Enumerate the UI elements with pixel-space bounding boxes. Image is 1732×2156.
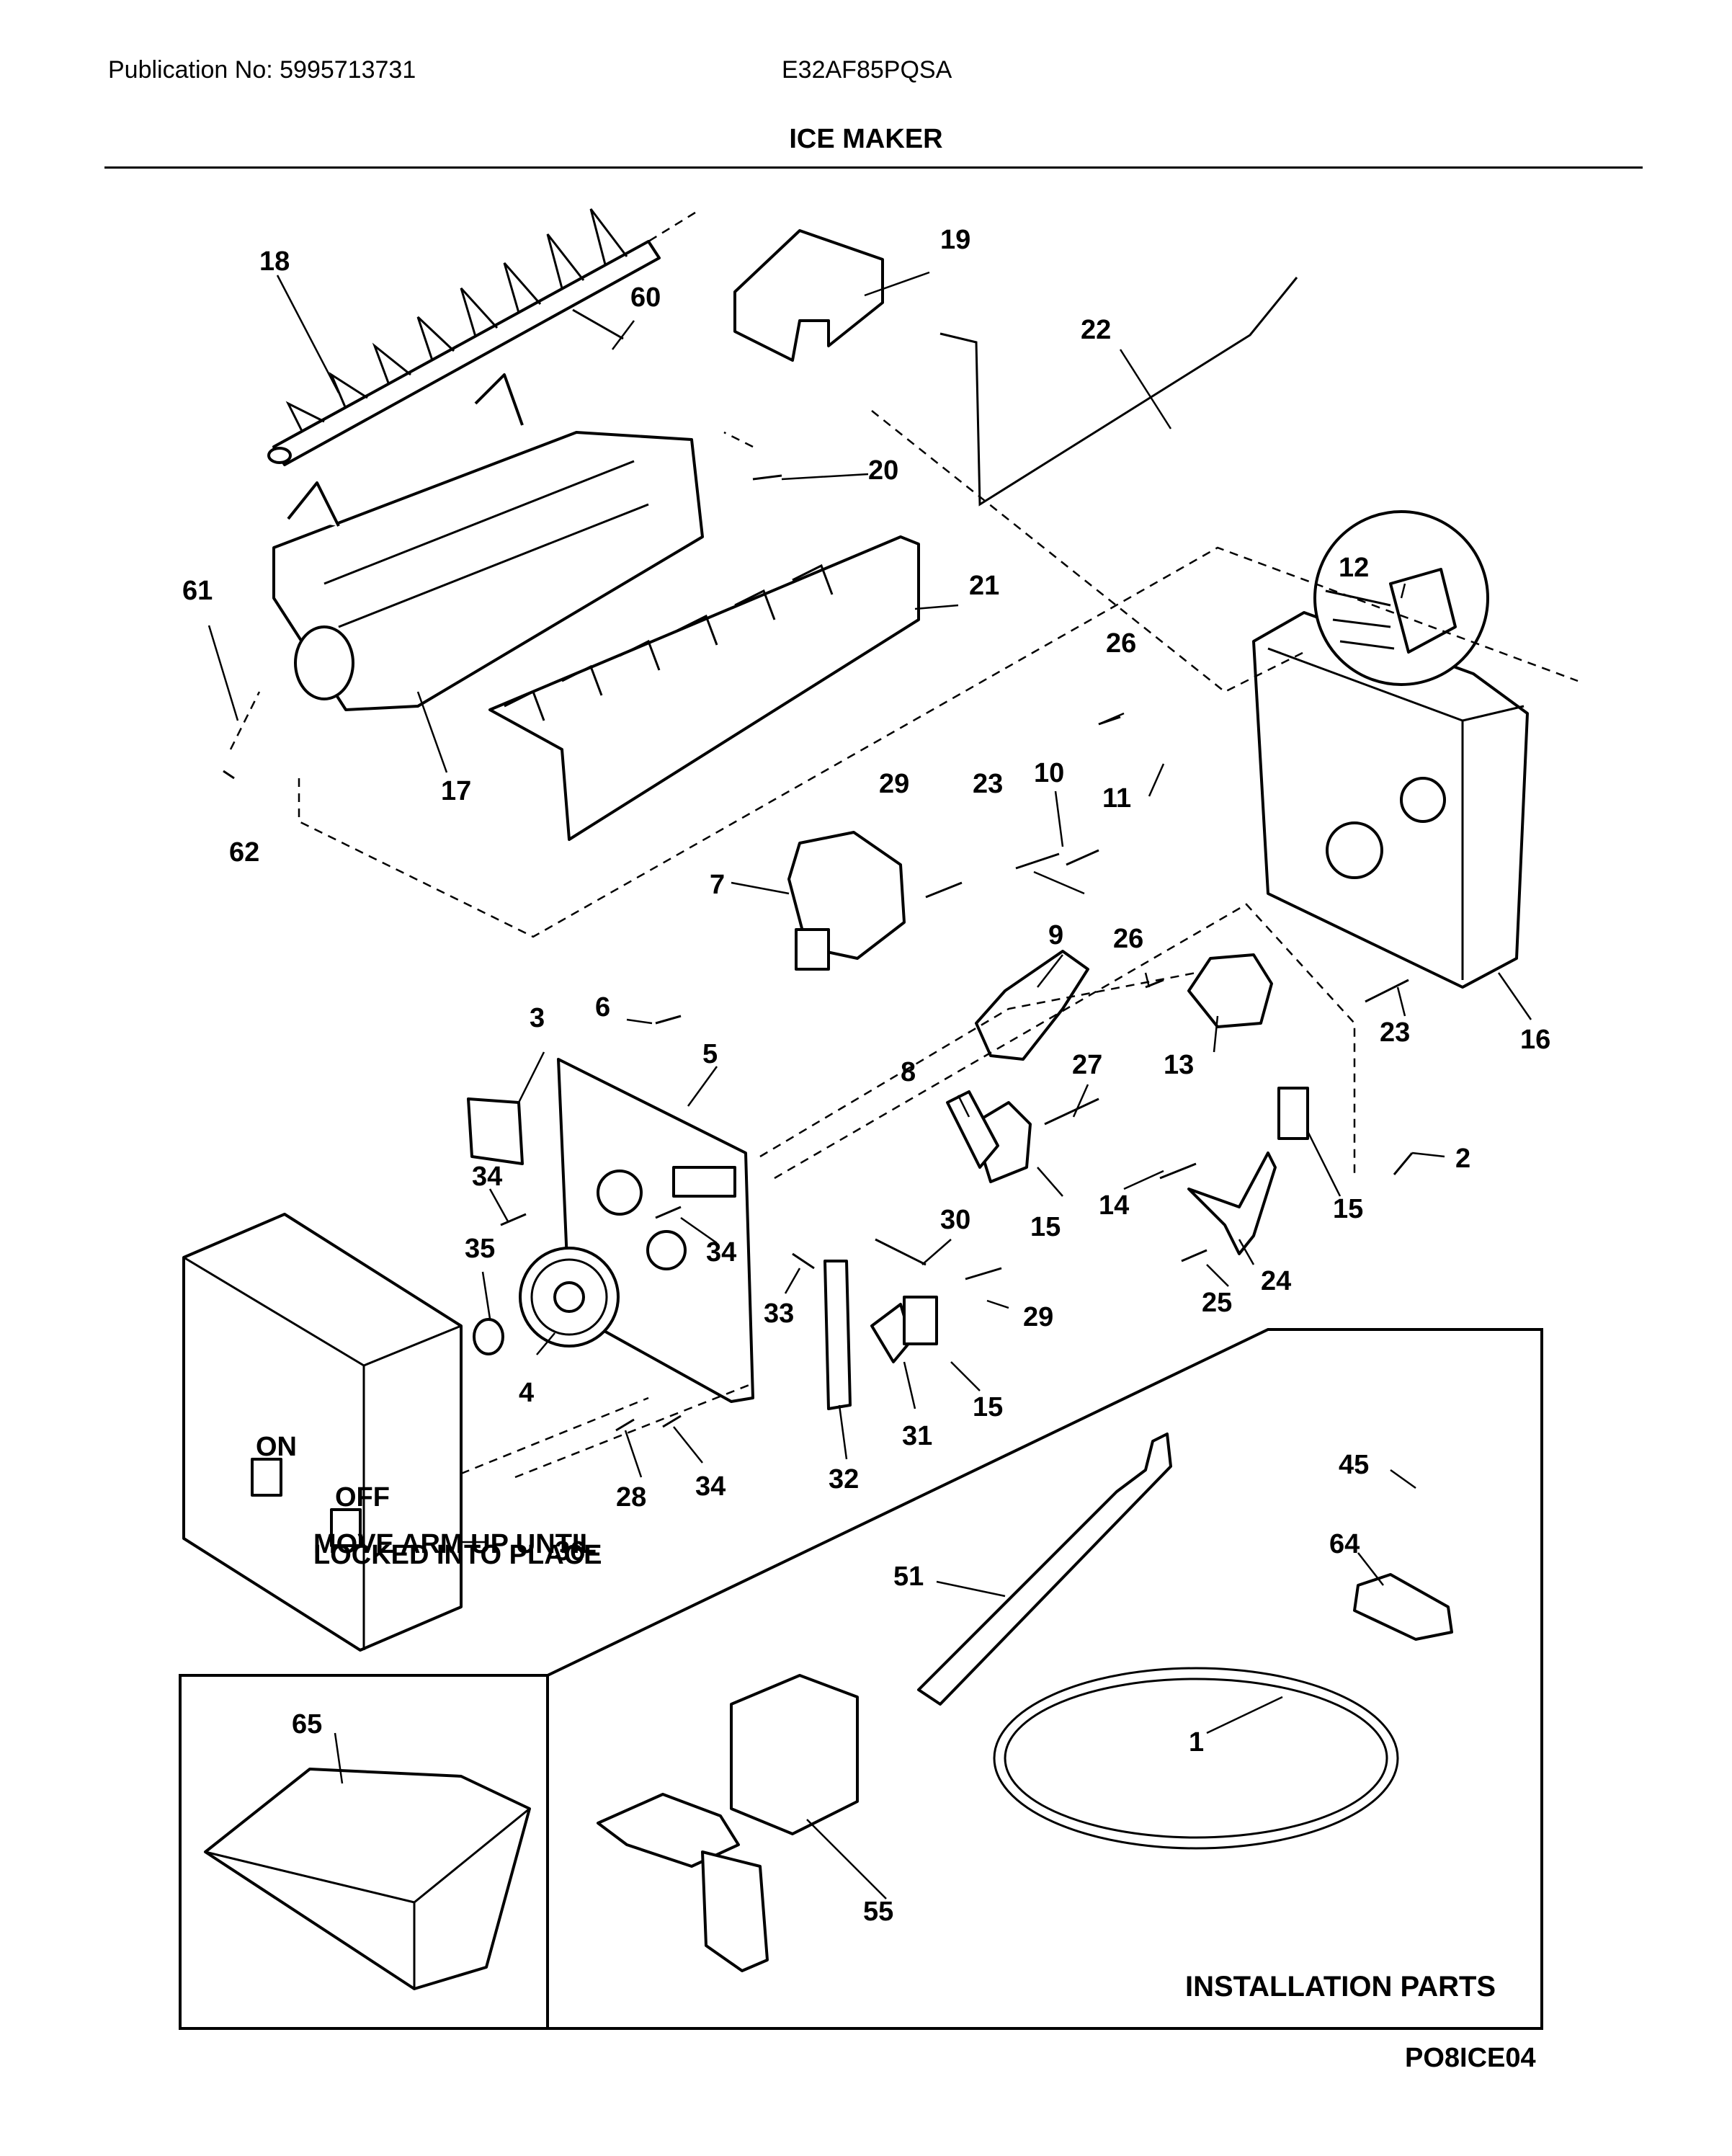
- part-gear: [519, 1247, 620, 1348]
- label-28: 28: [616, 1482, 646, 1513]
- label-25: 25: [1202, 1288, 1232, 1318]
- publication-number: Publication No: 5995713731: [108, 56, 416, 84]
- label-60: 60: [630, 282, 661, 313]
- part-thermostat: [1187, 953, 1273, 1028]
- label-29b: 29: [1023, 1302, 1053, 1332]
- part-shutoff-arm: [939, 277, 1298, 507]
- part-insulation: [467, 1097, 524, 1165]
- label-65: 65: [292, 1709, 322, 1740]
- page-title: ICE MAKER: [789, 124, 943, 154]
- leader-lines: [207, 271, 1532, 1899]
- label-26: 26: [1106, 628, 1136, 659]
- label-15b: 15: [1333, 1194, 1363, 1224]
- label-10: 10: [1034, 758, 1064, 788]
- label-32: 32: [829, 1464, 859, 1494]
- label-62: 62: [229, 837, 259, 868]
- label-16: 16: [1520, 1025, 1550, 1055]
- part-bracket: [733, 229, 884, 362]
- part-ice-bucket: [204, 1768, 531, 1990]
- diagram-code: PO8ICE04: [1405, 2043, 1536, 2073]
- label-31: 31: [902, 1421, 932, 1451]
- installation-parts-frame: [546, 1328, 1543, 2030]
- label-35: 35: [465, 1234, 495, 1264]
- label-64: 64: [1329, 1529, 1360, 1559]
- part-lever: [946, 1090, 999, 1169]
- part-water-tubing: [993, 1667, 1399, 1850]
- label-34: 34: [472, 1162, 502, 1192]
- part-washer: [473, 1318, 504, 1355]
- accessory-frame: [179, 1674, 549, 2030]
- part-shaft: [975, 950, 1089, 1061]
- label-51: 51: [893, 1562, 924, 1592]
- label-27: 27: [1072, 1050, 1102, 1080]
- label-9: 9: [1048, 920, 1063, 950]
- label-19: 19: [940, 225, 970, 255]
- part-front-cover: ON OFF MOVE ARM UP UNTIL LOCKED INTO PLA…: [182, 1213, 602, 1652]
- label-45: 45: [1339, 1450, 1369, 1480]
- label-21: 21: [969, 571, 999, 601]
- cover-caution-line-2: LOCKED INTO PLACE: [313, 1540, 602, 1570]
- part-number-labels: 18 60 19 22 20 21 61 12 17 26 62 29 23 1…: [182, 225, 1550, 1927]
- label-13: 13: [1164, 1050, 1194, 1080]
- part-switch: [1277, 1087, 1309, 1140]
- label-12: 12: [1339, 553, 1369, 583]
- label-3: 3: [530, 1003, 545, 1033]
- part-motor: [787, 831, 906, 971]
- label-20: 20: [868, 455, 898, 486]
- part-tube-tool: [917, 1433, 1172, 1706]
- label-30: 30: [940, 1205, 970, 1235]
- label-34c: 34: [695, 1471, 726, 1502]
- label-17: 17: [441, 776, 471, 806]
- label-4: 4: [519, 1378, 534, 1408]
- label-7: 7: [710, 870, 725, 900]
- label-15c: 15: [973, 1392, 1003, 1422]
- label-33: 33: [764, 1298, 794, 1329]
- label-26b: 26: [1113, 924, 1143, 954]
- cover-on-text: ON: [256, 1432, 297, 1462]
- part-ejector-blade: [267, 208, 661, 466]
- installation-parts-label: INSTALLATION PARTS: [1185, 1971, 1496, 2003]
- label-2: 2: [1455, 1144, 1470, 1174]
- label-55: 55: [863, 1897, 893, 1927]
- part-ice-level-arm: [1187, 1152, 1277, 1255]
- label-18: 18: [259, 246, 290, 277]
- part-switch: [971, 1101, 1032, 1183]
- assembly-lines: [229, 211, 1579, 1479]
- part-slide-plate: [823, 1260, 852, 1410]
- part-mounting-plate: [557, 1058, 754, 1403]
- label-23b: 23: [1380, 1017, 1410, 1048]
- part-water-valve: [597, 1674, 859, 1972]
- label-24: 24: [1261, 1266, 1291, 1296]
- label-14: 14: [1099, 1190, 1129, 1221]
- model-number: E32AF85PQSA: [782, 56, 952, 84]
- label-15: 15: [1030, 1212, 1061, 1242]
- label-8: 8: [901, 1057, 916, 1087]
- label-34b: 34: [706, 1237, 736, 1268]
- label-61: 61: [182, 576, 213, 606]
- label-5: 5: [702, 1039, 718, 1069]
- label-1: 1: [1189, 1727, 1204, 1758]
- screws: [223, 308, 1414, 1432]
- label-6: 6: [595, 992, 610, 1023]
- part-ice-mold: [272, 373, 704, 711]
- label-22: 22: [1081, 315, 1111, 345]
- cover-caution-line-1: MOVE ARM UP UNTIL: [313, 1529, 597, 1559]
- part-clamp: [1353, 1573, 1453, 1641]
- label-29: 29: [879, 769, 909, 799]
- label-23: 23: [973, 769, 1003, 799]
- title-rule: [104, 166, 1643, 169]
- cover-off-text: OFF: [335, 1482, 390, 1513]
- part-stripper: [488, 535, 920, 841]
- label-11: 11: [1102, 783, 1131, 814]
- part-switch: [903, 1296, 938, 1345]
- label-36: 36: [555, 1536, 585, 1567]
